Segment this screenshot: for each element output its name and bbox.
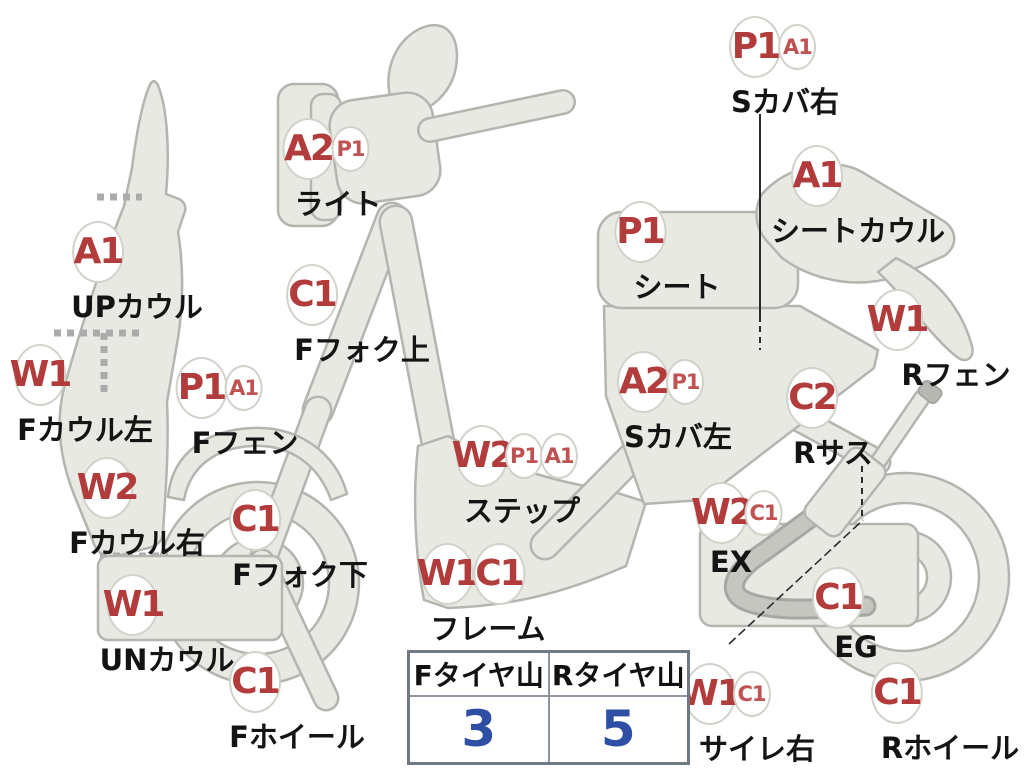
upper-cowl [58,79,187,559]
marker-label: ライト [294,187,382,221]
damage-code-badge: W2 [452,425,514,487]
rear-suspension [803,446,887,538]
marker-f-cowl-right: W2 Fカウル右 [39,457,205,562]
side-cover [602,304,880,506]
damage-code-badge: C1 [871,662,923,724]
damage-code-badge: W1 [10,344,72,406]
marker-label: Fホイール [229,720,365,754]
front-tire-tread-value: 3 [407,695,550,764]
damage-code-badge: A1 [778,24,817,70]
damage-code-badge: A1 [540,433,578,479]
marker-frame: W1 C1 フレーム [415,543,546,648]
front-tire-tread-header: Fタイヤ山 [407,650,550,697]
pointer-lines [728,114,864,645]
damage-code-badge: A1 [224,365,263,411]
damage-code-badge: P1 [613,201,666,263]
damage-code-badge: C1 [229,651,281,713]
marker-s-cover-right: P1 A1 Sカバ右 [719,16,839,121]
marker-r-wheel: C1 Rホイール [828,662,1019,767]
damage-code-badge: P1 [729,16,782,78]
marker-label: UPカウル [71,290,203,324]
marker-f-fender: P1 A1 Fフェン [166,357,298,462]
marker-label: UNカウル [99,643,235,677]
damage-code-badge: A1 [790,145,843,207]
damage-code-badge: W1 [679,663,742,725]
marker-f-wheel: C1 Fホイール [187,651,365,756]
tire-tread-table: Fタイヤ山 Rタイヤ山 3 5 [407,650,690,765]
marker-seat: P1 シート [596,201,721,306]
marker-up-cowl: A1 UPカウル [32,221,203,326]
damage-code-badge: P1 [666,359,705,405]
damage-code-badge: W1 [417,543,479,605]
damage-code-badge: W2 [691,482,754,544]
damage-code-badge: C1 [229,489,281,551]
damage-code-badge: W1 [103,574,165,636]
marker-label: Sカバ左 [624,420,732,454]
marker-label: フレーム [430,612,546,646]
marker-label: シートカウル [770,214,946,248]
damage-code-badge: P1 [505,433,543,479]
marker-step: W2 P1 A1 ステップ [452,425,580,530]
rear-tire-tread-value: 5 [547,695,690,764]
marker-label: EX [709,545,753,579]
marker-f-fork-lower: C1 Fフォク下 [187,489,368,594]
marker-engine: C1 EG [812,567,878,664]
front-fender [166,426,349,502]
marker-label: Fフォク上 [294,333,430,367]
damage-code-badge: C1 [286,264,338,326]
marker-r-suspension: C2 Rサス [772,367,873,472]
marker-label: Rフェン [901,358,1011,392]
damage-code-badge: A2 [617,351,670,413]
marker-light: A2 P1 ライト [282,118,382,223]
muffler [723,487,877,620]
damage-code-badge: C2 [785,367,838,429]
marker-r-fender: W1 Rフェン [842,289,1011,394]
damage-code-badge: A2 [282,118,335,180]
damage-code-badge: C1 [472,543,525,605]
damage-code-badge: C1 [812,567,864,629]
damage-code-badge: P1 [331,126,370,172]
marker-label: Rホイール [880,731,1020,765]
marker-label: Fカウル右 [69,526,205,560]
marker-s-cover-left: A2 P1 Sカバ左 [607,351,732,456]
marker-f-cowl-left: W1 Fカウル左 [0,344,153,449]
marker-exhaust: W2 C1 EX [691,482,783,579]
marker-label: Fフェン [191,426,299,460]
marker-un-cowl: W1 UNカウル [66,574,234,679]
marker-label: EG [834,630,878,664]
marker-label: ステップ [463,494,580,528]
damage-code-badge: W2 [77,457,139,519]
marker-label: Fフォク下 [232,558,368,592]
marker-seat-cowl: A1 シートカウル [730,145,945,250]
marker-label: Rサス [793,436,873,470]
damage-code-badge: C1 [732,671,771,717]
damage-code-badge: P1 [175,357,228,419]
marker-f-fork-upper: C1 Fフォク上 [244,264,430,369]
marker-label: Sカバ右 [731,85,839,119]
damage-code-badge: C1 [744,490,783,536]
damage-code-badge: W1 [867,289,929,351]
marker-label: サイレ右 [698,732,816,766]
rear-tire-tread-header: Rタイヤ山 [547,650,690,697]
marker-label: シート [633,270,721,304]
damage-code-badge: A1 [72,221,124,283]
marker-label: Fカウル左 [17,413,153,447]
